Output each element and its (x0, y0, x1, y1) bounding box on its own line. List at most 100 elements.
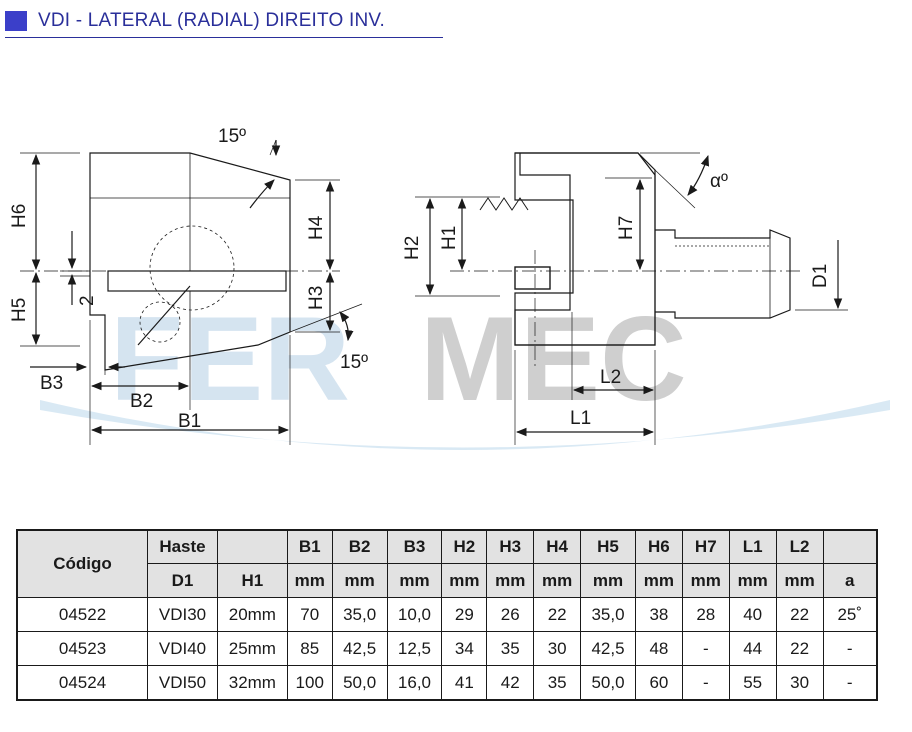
cell-b2: 35,0 (331, 597, 388, 632)
table-row: 04523 VDI40 25mm 85 42,5 12,5 34 35 30 4… (16, 631, 878, 666)
watermark: FER MEC (40, 292, 890, 450)
cell-codigo: 04522 (16, 597, 149, 632)
cell-h6: 60 (634, 665, 683, 701)
unit-b1: mm (286, 563, 333, 598)
unit-h6: mm (634, 563, 683, 598)
watermark-text-b: MEC (420, 292, 687, 426)
cell-h4: 35 (533, 665, 582, 701)
label-b2: B2 (130, 391, 153, 412)
cell-b3: 16,0 (386, 665, 443, 701)
col-h2: H2 (441, 529, 488, 564)
cell-b3: 12,5 (386, 631, 443, 666)
cell-h3: 42 (486, 665, 535, 701)
cell-h4: 30 (533, 631, 582, 666)
label-l2: L2 (600, 367, 621, 388)
header-square (5, 11, 27, 31)
label-alpha: αº (710, 171, 728, 192)
table-header-row-1: Código Haste B1 B2 B3 H2 H3 H4 H5 H6 H7 … (16, 529, 878, 598)
technical-drawing: FER MEC (0, 100, 912, 500)
cell-a: 25˚ (822, 597, 878, 632)
cell-h1: 32mm (216, 665, 288, 701)
label-h7: H7 (616, 216, 637, 240)
col-b3: B3 (386, 529, 443, 564)
table-header-row-2: D1 H1 mm mm mm mm mm mm mm mm mm mm mm a (17, 563, 878, 598)
page-title: VDI - LATERAL (RADIAL) DIREITO INV. (38, 10, 385, 31)
label-h1: H1 (439, 226, 460, 250)
cell-h3: 26 (486, 597, 535, 632)
cell-l1: 55 (728, 665, 777, 701)
cell-codigo: 04523 (16, 631, 149, 666)
label-angle-top: 15º (218, 126, 246, 147)
cell-h5: 35,0 (580, 597, 636, 632)
label-2: 2 (77, 295, 98, 306)
unit-b3: mm (386, 563, 443, 598)
cell-h6: 38 (634, 597, 683, 632)
cell-a: - (822, 665, 878, 701)
col-h1: H1 (216, 563, 288, 598)
cell-h1: 25mm (216, 631, 288, 666)
cell-b2: 42,5 (331, 631, 388, 666)
watermark-text-a: FER (110, 292, 350, 426)
label-l1: L1 (570, 408, 591, 429)
cell-b1: 100 (286, 665, 333, 701)
cell-h2: 34 (441, 631, 488, 666)
cell-b3: 10,0 (386, 597, 443, 632)
label-b1: B1 (178, 411, 201, 432)
table-row: 04522 VDI30 20mm 70 35,0 10,0 29 26 22 3… (16, 597, 878, 632)
cell-h5: 42,5 (580, 631, 636, 666)
cell-h2: 41 (441, 665, 488, 701)
cell-h7: 28 (681, 597, 730, 632)
col-l2: L2 (775, 529, 824, 564)
cell-l1: 40 (728, 597, 777, 632)
col-a: a (822, 563, 878, 598)
cell-a: - (822, 631, 878, 666)
label-h2: H2 (402, 236, 423, 260)
col-a-blank (822, 529, 878, 564)
unit-h7: mm (681, 563, 730, 598)
label-angle-bottom: 15º (340, 352, 368, 373)
header-rule (5, 37, 443, 38)
col-l1: L1 (728, 529, 777, 564)
unit-h4: mm (533, 563, 582, 598)
label-h3: H3 (306, 286, 327, 310)
unit-l2: mm (775, 563, 824, 598)
unit-b2: mm (331, 563, 388, 598)
unit-h5: mm (580, 563, 636, 598)
label-d1: D1 (810, 264, 831, 288)
unit-h2: mm (441, 563, 488, 598)
col-codigo: Código (16, 529, 149, 598)
cell-h3: 35 (486, 631, 535, 666)
col-d1: D1 (147, 563, 218, 598)
col-h5: H5 (580, 529, 636, 564)
cell-d1: VDI30 (147, 597, 218, 632)
cell-b1: 85 (286, 631, 333, 666)
cell-codigo: 04524 (16, 665, 149, 701)
drawing-svg: FER MEC (9, 126, 890, 450)
cell-b1: 70 (286, 597, 333, 632)
col-h4: H4 (533, 529, 582, 564)
label-b3: B3 (40, 373, 63, 394)
cell-d1: VDI50 (147, 665, 218, 701)
col-h7: H7 (681, 529, 730, 564)
cell-h7: - (681, 631, 730, 666)
unit-h3: mm (486, 563, 535, 598)
cell-l2: 22 (775, 597, 824, 632)
cell-l2: 30 (775, 665, 824, 701)
label-h6: H6 (9, 204, 30, 228)
cell-h7: - (681, 665, 730, 701)
cell-h1: 20mm (216, 597, 288, 632)
col-blank (216, 529, 288, 564)
label-h4: H4 (306, 215, 327, 240)
label-h5: H5 (9, 298, 30, 322)
cell-h4: 22 (533, 597, 582, 632)
col-b2: B2 (331, 529, 388, 564)
cell-l2: 22 (775, 631, 824, 666)
cell-d1: VDI40 (147, 631, 218, 666)
col-b1: B1 (286, 529, 333, 564)
table-row: 04524 VDI50 32mm 100 50,0 16,0 41 42 35 … (16, 665, 878, 701)
col-h3: H3 (486, 529, 535, 564)
unit-l1: mm (728, 563, 777, 598)
cell-b2: 50,0 (331, 665, 388, 701)
cell-h5: 50,0 (580, 665, 636, 701)
cell-h6: 48 (634, 631, 683, 666)
